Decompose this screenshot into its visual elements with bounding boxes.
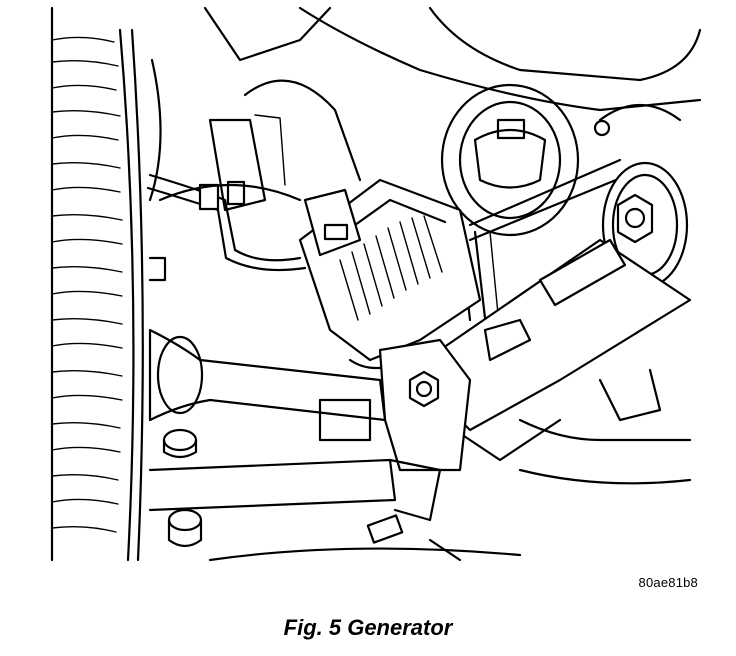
lower-right-components <box>208 368 692 562</box>
engine-block <box>148 6 702 212</box>
lower-fasteners <box>162 428 404 548</box>
generator <box>298 178 482 370</box>
crankshaft-pulley <box>440 83 580 237</box>
tire <box>50 6 144 562</box>
drawing-code: 80ae81b8 <box>638 575 698 590</box>
figure-caption: Fig. 5 Generator <box>283 615 453 640</box>
wiring-harness <box>146 173 307 282</box>
control-arm <box>148 328 442 522</box>
